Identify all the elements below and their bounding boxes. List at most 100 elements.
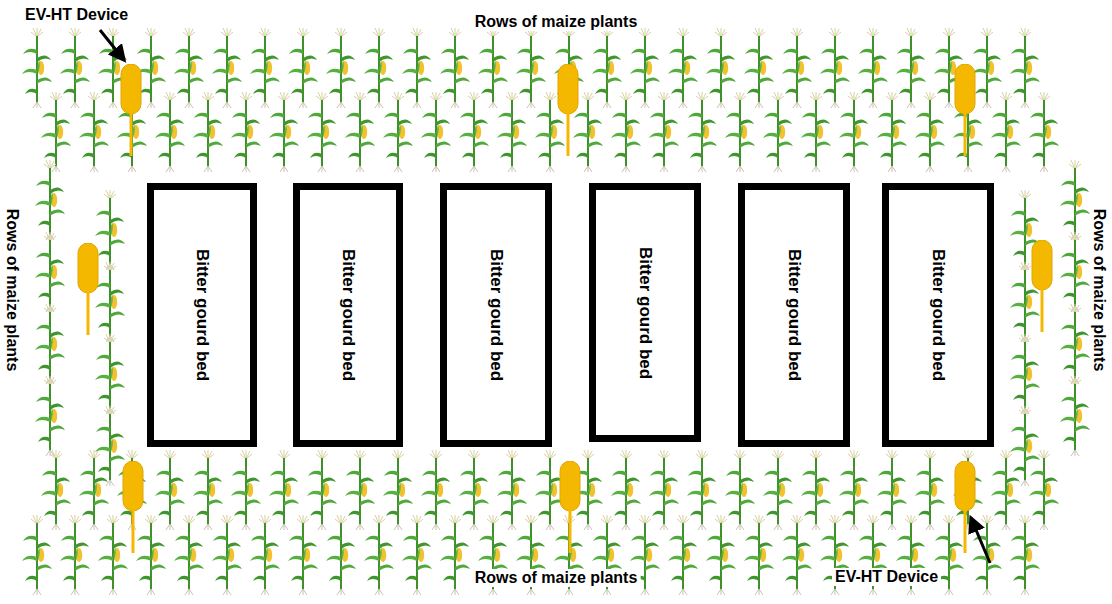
bed-label: Bitter gourd bed (486, 249, 506, 381)
maize-plant (1060, 232, 1090, 312)
maize-plant (41, 92, 71, 172)
maize-plant (744, 515, 774, 595)
maize-plant (35, 304, 65, 384)
maize-plant (801, 92, 831, 172)
maize-plant (782, 515, 812, 595)
maize-plant (725, 92, 755, 172)
maize-plant (611, 92, 641, 172)
maize-plant (269, 450, 299, 530)
maize-plant (269, 92, 299, 172)
maize-plant (79, 450, 109, 530)
maize-plant (345, 450, 375, 530)
maize-plant (174, 515, 204, 595)
maize-plant (1029, 450, 1059, 530)
leader-arrow (971, 518, 990, 563)
maize-plant (972, 515, 1002, 595)
device-label: EV-HT Device (22, 6, 131, 24)
maize-plant (630, 28, 660, 108)
maize-plant (744, 28, 774, 108)
maize-plant (95, 190, 125, 270)
maize-plant (174, 28, 204, 108)
bed-label: Bitter gourd bed (928, 249, 948, 381)
maize-plant (839, 92, 869, 172)
leader-arrow (100, 30, 124, 60)
maize-plant (326, 515, 356, 595)
bed-box: Bitter gourd bed (882, 183, 994, 447)
bed-box: Bitter gourd bed (440, 183, 552, 447)
maize-plant (440, 515, 470, 595)
maize-plant (288, 28, 318, 108)
maize-plant (250, 28, 280, 108)
maize-plant (687, 450, 717, 530)
row-label: Rows of maize plants (3, 206, 21, 375)
maize-plant (1010, 334, 1040, 414)
maize-plant (592, 28, 622, 108)
maize-plant (307, 450, 337, 530)
maize-plant (991, 450, 1021, 530)
maize-plant (345, 92, 375, 172)
row-label: Rows of maize plants (472, 13, 641, 31)
maize-plant (668, 28, 698, 108)
maize-plant (35, 376, 65, 456)
maize-plant (402, 515, 432, 595)
maize-plant (421, 92, 451, 172)
maize-plant (231, 450, 261, 530)
maize-plant (877, 92, 907, 172)
maize-plant (763, 450, 793, 530)
maize-plant (22, 515, 52, 595)
maize-plant (60, 515, 90, 595)
maize-plant (421, 450, 451, 530)
bed-label: Bitter gourd bed (192, 249, 212, 381)
maize-plant (1029, 92, 1059, 172)
maize-plant (307, 92, 337, 172)
maize-plant (95, 406, 125, 486)
maize-plant (611, 450, 641, 530)
maize-plant (991, 92, 1021, 172)
maize-plant (1060, 160, 1090, 240)
maize-plant (95, 262, 125, 342)
maize-plant (858, 28, 888, 108)
maize-plant (326, 28, 356, 108)
maize-plant (497, 92, 527, 172)
maize-plant (35, 160, 65, 240)
maize-plant (915, 450, 945, 530)
maize-plant (820, 28, 850, 108)
maize-plant (915, 92, 945, 172)
maize-plant (649, 450, 679, 530)
maize-plant (136, 515, 166, 595)
maize-plant (649, 92, 679, 172)
maize-plant (1010, 406, 1040, 486)
maize-plant (250, 515, 280, 595)
bed-box: Bitter gourd bed (293, 183, 403, 447)
maize-plant (41, 450, 71, 530)
row-label: Rows of maize plants (1090, 206, 1108, 375)
maize-plant (763, 92, 793, 172)
maize-plant (687, 92, 717, 172)
maize-plant (402, 28, 432, 108)
maize-plant (383, 450, 413, 530)
maize-plant (478, 28, 508, 108)
maize-plant (35, 232, 65, 312)
maize-plant (877, 450, 907, 530)
bed-label: Bitter gourd bed (338, 249, 358, 381)
maize-plant (839, 450, 869, 530)
maize-plant (440, 28, 470, 108)
maize-plant (212, 28, 242, 108)
bed-label: Bitter gourd bed (635, 246, 655, 378)
maize-plant (972, 28, 1002, 108)
maize-plant (459, 92, 489, 172)
maize-plant (22, 28, 52, 108)
maize-plant (459, 450, 489, 530)
maize-plant (668, 515, 698, 595)
maize-plant (706, 515, 736, 595)
maize-plant (364, 515, 394, 595)
maize-plant (801, 450, 831, 530)
maize-plant (896, 28, 926, 108)
maize-plant (1010, 28, 1040, 108)
maize-plant (497, 450, 527, 530)
maize-plant (212, 515, 242, 595)
maize-plant (706, 28, 736, 108)
maize-plant (79, 92, 109, 172)
maize-plant (98, 515, 128, 595)
